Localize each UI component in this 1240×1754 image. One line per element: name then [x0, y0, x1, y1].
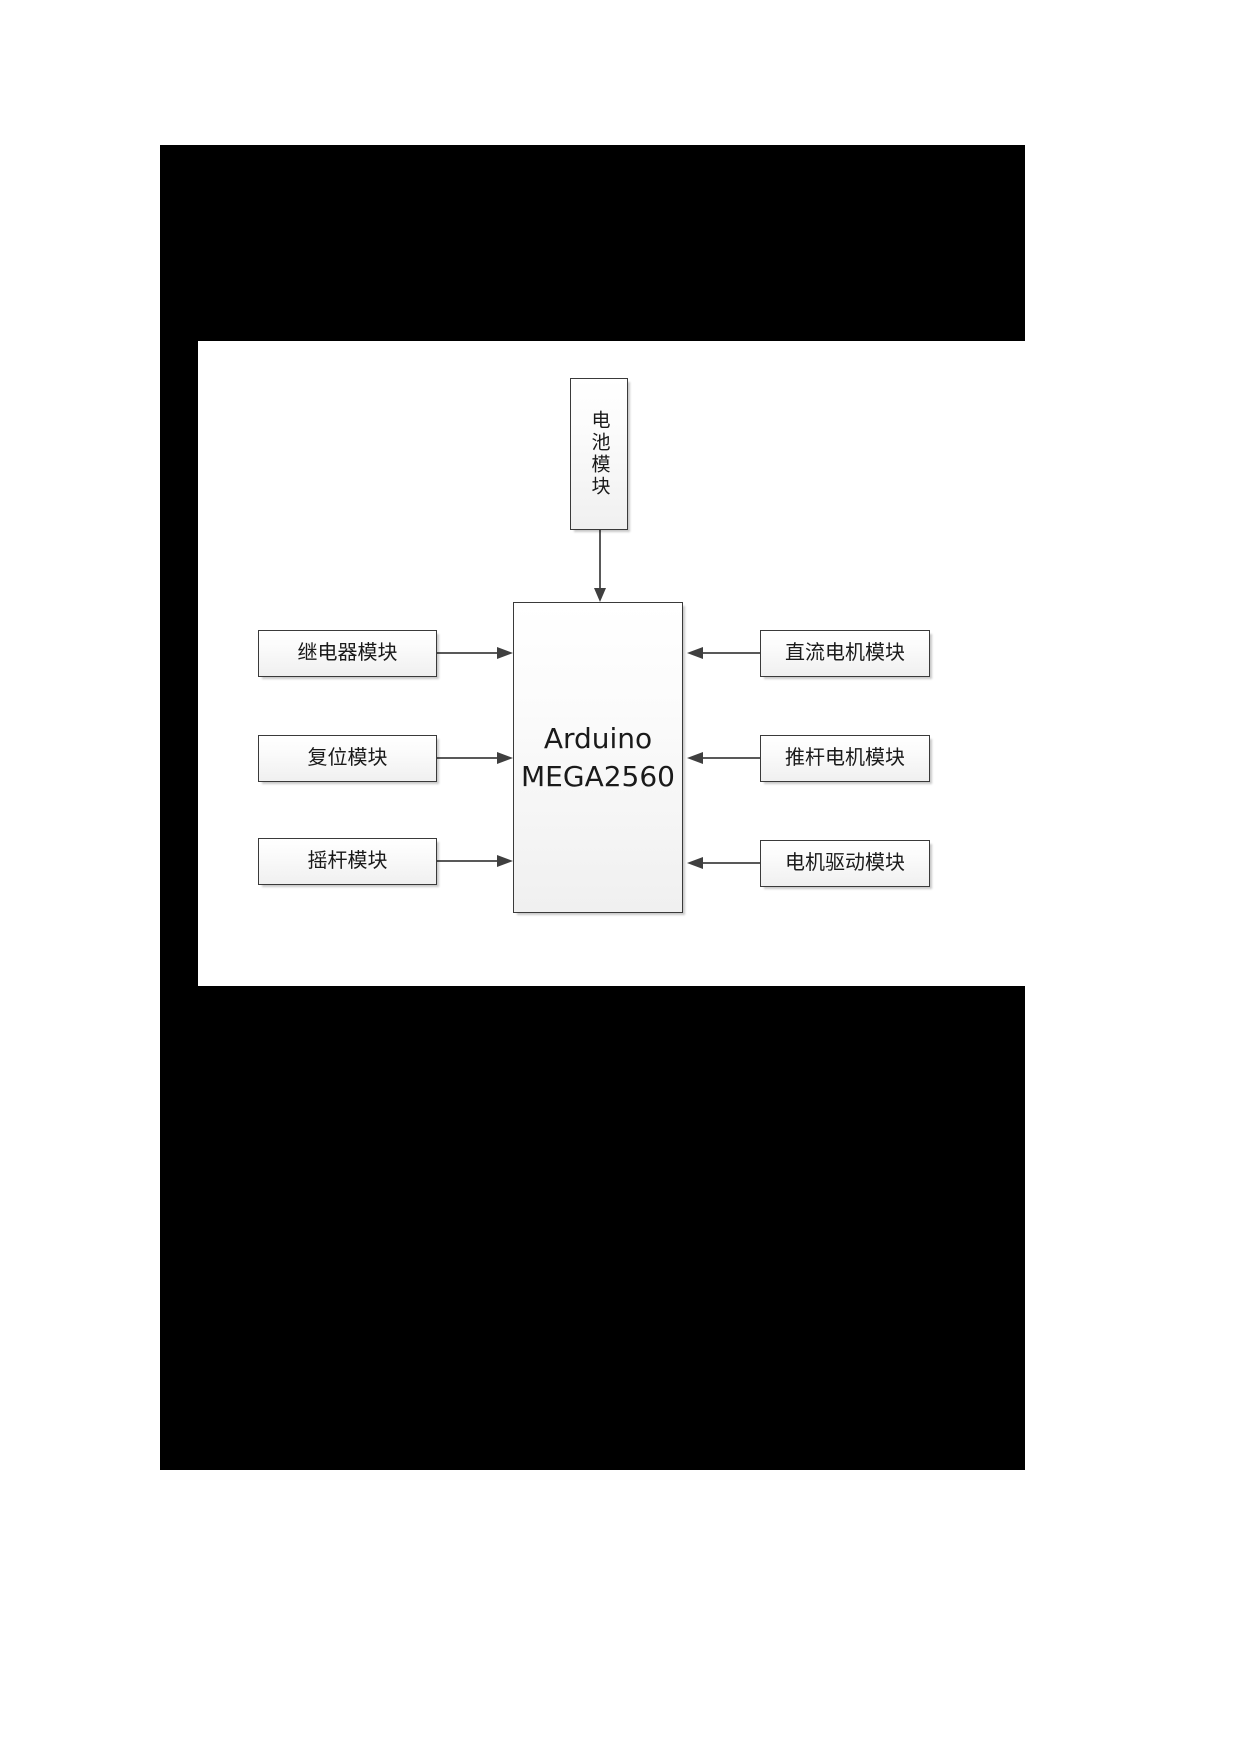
- node-reset-module[interactable]: 复位模块: [258, 735, 437, 782]
- edge-push-rod-motor-to-controller: [683, 748, 763, 768]
- redacted-text-block-top: [160, 145, 1025, 341]
- node-battery-module[interactable]: 电池模块: [570, 378, 628, 530]
- node-relay-module[interactable]: 继电器模块: [258, 630, 437, 677]
- node-dc-motor-module-label: 直流电机模块: [785, 642, 905, 664]
- edge-joystick-to-controller: [437, 851, 517, 871]
- node-push-rod-motor-module-label: 推杆电机模块: [785, 747, 905, 769]
- node-joystick-module-label: 摇杆模块: [307, 850, 388, 872]
- node-push-rod-motor-module[interactable]: 推杆电机模块: [760, 735, 930, 782]
- node-motor-driver-module[interactable]: 电机驱动模块: [760, 840, 930, 887]
- node-motor-driver-module-label: 电机驱动模块: [785, 852, 905, 874]
- edge-reset-to-controller: [437, 748, 517, 768]
- edge-motor-driver-to-controller: [683, 853, 763, 873]
- redacted-text-block-bottom: [160, 986, 1025, 1470]
- edge-relay-to-controller: [437, 643, 517, 663]
- node-battery-module-label: 电池模块: [588, 410, 610, 498]
- node-relay-module-label: 继电器模块: [297, 642, 398, 664]
- redacted-text-block-left-margin: [160, 341, 198, 986]
- edge-battery-to-controller: [590, 530, 610, 606]
- node-reset-module-label: 复位模块: [307, 747, 388, 769]
- node-joystick-module[interactable]: 摇杆模块: [258, 838, 437, 885]
- edge-dc-motor-to-controller: [683, 643, 763, 663]
- node-dc-motor-module[interactable]: 直流电机模块: [760, 630, 930, 677]
